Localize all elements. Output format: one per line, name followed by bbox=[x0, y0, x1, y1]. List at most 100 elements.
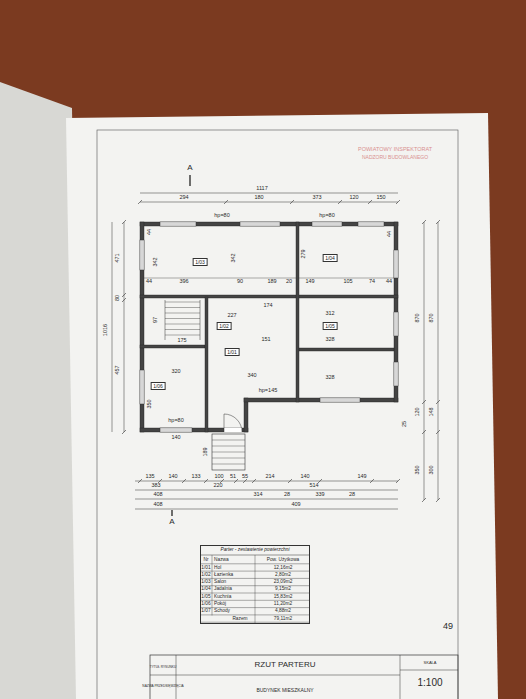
wall bbox=[244, 398, 248, 432]
label: Kuchnia bbox=[214, 594, 231, 599]
label: 140 bbox=[171, 435, 180, 441]
label: NAZWA PRZEDSIĘWZIĘCIA bbox=[142, 685, 183, 688]
table-rule bbox=[212, 555, 213, 616]
label: 148 bbox=[429, 407, 435, 416]
label: Jadalnia bbox=[214, 587, 232, 592]
label: Nr bbox=[203, 557, 208, 562]
entrance-stairs bbox=[212, 434, 245, 470]
window-pane bbox=[160, 224, 196, 225]
label: 342 bbox=[153, 257, 159, 266]
area-table: Parter - zestawienie powierzchni bbox=[200, 545, 310, 624]
label: 80 bbox=[115, 295, 121, 301]
label: TYTUŁ RYSUNKU bbox=[150, 666, 177, 669]
label: 100 bbox=[214, 474, 223, 480]
label: Łazienka bbox=[214, 572, 233, 577]
window bbox=[394, 250, 398, 278]
label: 51 bbox=[230, 474, 236, 480]
label: A bbox=[187, 164, 192, 172]
label: 15,83m2 bbox=[274, 594, 293, 599]
dimension-line bbox=[124, 222, 125, 432]
wall bbox=[299, 348, 394, 351]
stair-edge bbox=[165, 300, 166, 340]
label: 149 bbox=[357, 474, 366, 480]
window bbox=[358, 222, 384, 226]
label: 350 bbox=[147, 399, 153, 408]
dimension-tick bbox=[422, 400, 426, 404]
window bbox=[140, 240, 144, 270]
label: 4,88m2 bbox=[275, 609, 291, 614]
window bbox=[160, 428, 192, 432]
dimension-line bbox=[135, 481, 398, 482]
dimension-tick bbox=[396, 200, 400, 204]
wall bbox=[140, 345, 205, 348]
dimension-tick bbox=[122, 430, 126, 434]
label: 320 bbox=[171, 369, 180, 375]
room-tag: 1/03 bbox=[193, 258, 208, 266]
label: hp=80 bbox=[214, 213, 229, 219]
window-pane bbox=[240, 224, 280, 225]
label: 279 bbox=[301, 249, 307, 258]
dimension-line bbox=[424, 222, 425, 500]
label: Salon bbox=[214, 580, 226, 585]
room-tag: 1/04 bbox=[323, 254, 338, 262]
wall bbox=[140, 222, 398, 226]
dimension-tick bbox=[422, 430, 426, 434]
label: 350 bbox=[415, 465, 421, 474]
window-pane bbox=[358, 224, 384, 225]
label: Nazwa bbox=[214, 557, 229, 562]
node-text: Parter - zestawienie powierzchni bbox=[201, 546, 309, 553]
wall bbox=[140, 222, 144, 432]
section-mark bbox=[189, 175, 190, 186]
title-rule bbox=[150, 675, 400, 676]
window-pane bbox=[142, 240, 143, 270]
dimension-tick bbox=[290, 200, 294, 204]
title-rule bbox=[400, 655, 401, 699]
room-tag: 1/06 bbox=[151, 382, 166, 390]
table-rule bbox=[255, 555, 256, 623]
dimension-tick bbox=[422, 498, 426, 502]
label: 328 bbox=[325, 337, 334, 343]
dimension-line bbox=[135, 509, 398, 510]
label: 339 bbox=[315, 492, 324, 498]
label: 1016 bbox=[103, 324, 109, 336]
dimension-tick bbox=[224, 200, 228, 204]
window-pane bbox=[320, 400, 360, 401]
label: 105 bbox=[343, 279, 352, 285]
stair-tread bbox=[165, 335, 200, 336]
node-text: 1/06 bbox=[153, 383, 163, 389]
stair-tread bbox=[212, 440, 245, 441]
stair-tread bbox=[165, 313, 200, 314]
window-pane bbox=[142, 370, 143, 404]
label: 1/07 bbox=[201, 609, 210, 614]
label: 1/01 bbox=[201, 565, 210, 570]
label: 44 bbox=[387, 231, 393, 237]
stair-tread bbox=[165, 324, 200, 325]
label: 1/05 bbox=[201, 594, 210, 599]
label: RZUT PARTERU bbox=[255, 661, 316, 669]
label: 9,15m2 bbox=[275, 587, 291, 592]
dimension-line bbox=[140, 193, 398, 194]
dimension-line bbox=[112, 222, 113, 432]
label: 120 bbox=[349, 195, 358, 201]
window bbox=[394, 312, 398, 336]
label: 149 bbox=[305, 279, 314, 285]
label: 135 bbox=[145, 474, 154, 480]
label: 514 bbox=[309, 483, 318, 489]
wall bbox=[394, 222, 398, 402]
label: BUDYNEK MIESZKALNY bbox=[256, 688, 313, 693]
label: 328 bbox=[325, 375, 334, 381]
label: A bbox=[169, 518, 174, 526]
dimension-tick bbox=[243, 479, 247, 483]
label: 25 bbox=[402, 421, 408, 427]
window-pane bbox=[312, 224, 342, 225]
dimension-tick bbox=[338, 200, 342, 204]
wall bbox=[140, 428, 248, 432]
wall bbox=[140, 295, 398, 298]
label: 408 bbox=[153, 502, 162, 508]
label: 1:100 bbox=[417, 678, 442, 688]
label: 409 bbox=[291, 502, 300, 508]
label: 340 bbox=[247, 373, 256, 379]
stair-tread bbox=[165, 307, 200, 308]
label: 175 bbox=[177, 338, 186, 344]
wall bbox=[205, 297, 208, 432]
